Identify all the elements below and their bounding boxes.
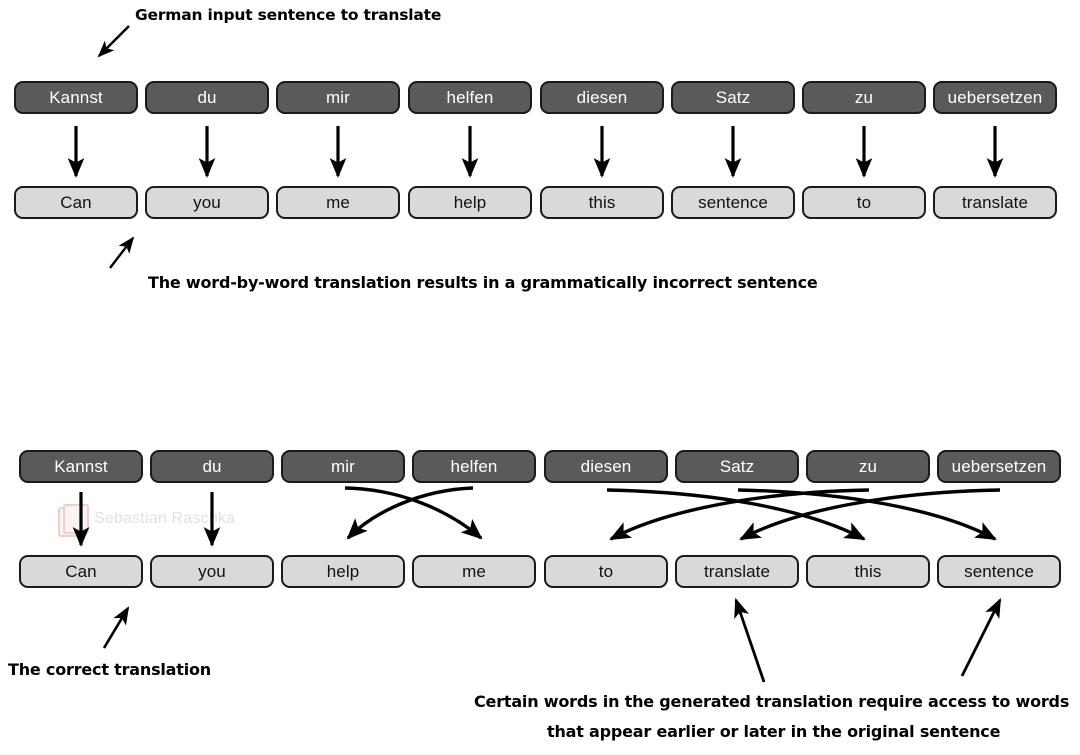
bottom-target-box-4[interactable]: to [544, 555, 668, 588]
bottom-source-box-2[interactable]: mir [281, 450, 405, 483]
top-target-box-4[interactable]: this [540, 186, 664, 219]
bottom-arrow-diesen-this [606, 488, 866, 541]
bottom-source-box-5[interactable]: Satz [675, 450, 799, 483]
pointer-certain-words [734, 597, 1002, 683]
top-source-box-1[interactable]: du [145, 81, 269, 114]
caption-certain-words-line1: Certain words in the generated translati… [474, 692, 1070, 711]
top-target-box-5[interactable]: sentence [671, 186, 795, 219]
bottom-target-box-1[interactable]: you [150, 555, 274, 588]
bottom-target-box-5[interactable]: translate [675, 555, 799, 588]
pointer-to-sentence [960, 597, 1002, 677]
top-source-box-2[interactable]: mir [276, 81, 400, 114]
bottom-source-box-0[interactable]: Kannst [19, 450, 143, 483]
watermark-logo-icon [58, 504, 89, 537]
top-source-box-4[interactable]: diesen [540, 81, 664, 114]
top-target-box-2[interactable]: me [276, 186, 400, 219]
caption-german-input: German input sentence to translate [135, 6, 442, 24]
bottom-arrow-satz-sentence [737, 488, 997, 541]
top-target-box-0[interactable]: Can [14, 186, 138, 219]
bottom-source-box-1[interactable]: du [150, 450, 274, 483]
bottom-target-box-3[interactable]: me [412, 555, 536, 588]
top-source-box-7[interactable]: uebersetzen [933, 81, 1057, 114]
top-source-box-3[interactable]: helfen [408, 81, 532, 114]
bottom-arrow-mir-me [344, 486, 483, 540]
bottom-target-box-2[interactable]: help [281, 555, 405, 588]
caption-certain-words-line2: that appear earlier or later in the orig… [547, 722, 1001, 741]
bottom-target-box-7[interactable]: sentence [937, 555, 1061, 588]
bottom-target-box-6[interactable]: this [806, 555, 930, 588]
caption-word-by-word: The word-by-word translation results in … [148, 273, 818, 292]
top-target-box-3[interactable]: help [408, 186, 532, 219]
top-target-box-6[interactable]: to [802, 186, 926, 219]
bottom-alignment-arrows [72, 486, 1001, 547]
top-source-box-0[interactable]: Kannst [14, 81, 138, 114]
pointer-to-translate [734, 597, 766, 683]
bottom-target-box-0[interactable]: Can [19, 555, 143, 588]
bottom-arrow-uebersetzen-translate [739, 488, 1001, 541]
pointer-word-by-word [109, 236, 135, 269]
caption-correct-translation: The correct translation [8, 660, 211, 679]
top-alignment-arrows [67, 126, 1004, 178]
pointer-german-input [97, 25, 130, 58]
watermark: Sebastian Raschka [58, 504, 236, 537]
bottom-arrow-zu-to [609, 488, 870, 541]
bottom-source-box-4[interactable]: diesen [544, 450, 668, 483]
top-target-box-1[interactable]: you [145, 186, 269, 219]
bottom-arrow-helfen-help [346, 486, 474, 540]
bottom-source-box-7[interactable]: uebersetzen [937, 450, 1061, 483]
bottom-source-box-6[interactable]: zu [806, 450, 930, 483]
top-source-box-6[interactable]: zu [802, 81, 926, 114]
bottom-source-box-3[interactable]: helfen [412, 450, 536, 483]
pointer-correct-translation [102, 606, 130, 649]
top-source-box-5[interactable]: Satz [671, 81, 795, 114]
top-target-box-7[interactable]: translate [933, 186, 1057, 219]
watermark-label: Sebastian Raschka [94, 510, 236, 527]
